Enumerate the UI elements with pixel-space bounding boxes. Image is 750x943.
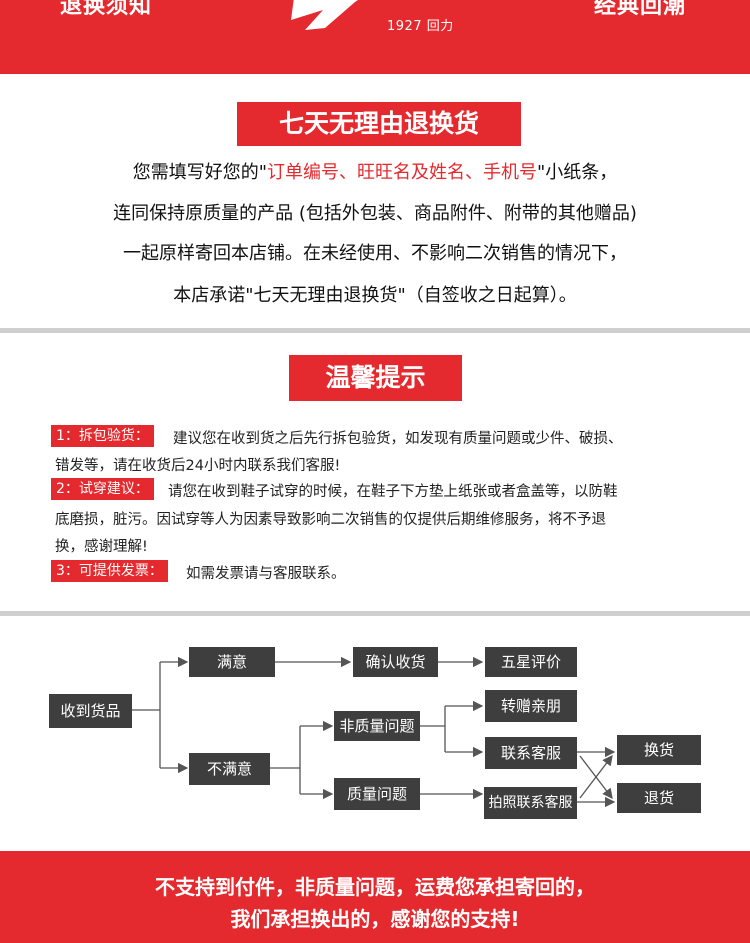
flow-step-return: 退货 [617, 783, 701, 813]
tip-label-invoice: 3：可提供发票： [51, 560, 168, 582]
section-divider [0, 611, 750, 616]
tip-text: 底磨损，脏污。因试穿等人为因素导致影响二次销售的仅提供后期维修服务，将不予退 [55, 512, 606, 528]
flow-step-confirm: 确认收货 [353, 647, 438, 677]
tip-label-unbox: 1：拆包验货： [51, 425, 154, 447]
header-banner: 退换须知 1927 回力 经典回潮 [0, 0, 750, 74]
footer-line-2: 我们承担换出的，感谢您的支持! [230, 907, 520, 931]
flow-step-gift: 转赠亲朋 [485, 690, 577, 722]
policy-line-3: 一起原样寄回本店铺。在未经使用、不影响二次销售的情况下， [123, 243, 627, 264]
policy-line-2: 连同保持原质量的产品 (包括外包装、商品附件、附带的其他赠品) [113, 203, 637, 224]
tips-title: 温馨提示 [289, 355, 462, 401]
flow-step-five-star: 五星评价 [485, 647, 577, 677]
flow-step-receive: 收到货品 [49, 694, 132, 728]
tip-text: 换，感谢理解! [55, 539, 148, 555]
footer-line-1: 不支持到付件，非质量问题，运费您承担寄回的， [155, 875, 595, 899]
header-right-text: 经典回潮 [594, 0, 687, 19]
policy-highlight: 订单编号、旺旺名及姓名、手机号 [267, 162, 537, 183]
tip-text: 建议您在收到货之后先行拆包验货，如发现有质量问题或少件、破损、 [173, 431, 623, 447]
policy-title: 七天无理由退换货 [237, 102, 521, 146]
policy-line-1: 您需填写好您的"订单编号、旺旺名及姓名、手机号"小纸条， [0, 158, 750, 184]
flow-step-non-quality: 非质量问题 [334, 711, 420, 741]
flow-step-quality: 质量问题 [334, 778, 420, 810]
brand-name: 1927 回力 [387, 19, 454, 34]
tip-text: 请您在收到鞋子试穿的时候，在鞋子下方垫上纸张或者盒盖等，以防鞋 [168, 484, 618, 500]
flow-step-satisfied: 满意 [189, 647, 275, 677]
flow-step-photo-contact: 拍照联系客服 [484, 787, 577, 819]
tip-text: 如需发票请与客服联系。 [186, 566, 346, 582]
brand-logo [291, 0, 358, 30]
section-divider [0, 328, 750, 333]
flow-step-contact: 联系客服 [485, 737, 577, 769]
policy-line-1-end: "小纸条， [537, 162, 618, 183]
tip-text: 错发等，请在收货后24小时内联系我们客服! [55, 458, 341, 474]
policy-line-4: 本店承诺"七天无理由退换货"（自签收之日起算）。 [173, 285, 577, 306]
flow-step-unsatisfied: 不满意 [189, 753, 270, 785]
tip-label-tryon: 2：试穿建议： [51, 478, 154, 500]
flow-step-exchange: 换货 [617, 735, 701, 765]
flow-connectors [132, 656, 616, 808]
policy-line-1-start: 您需填写好您的" [132, 162, 267, 183]
footer-banner: 不支持到付件，非质量问题，运费您承担寄回的， 我们承担换出的，感谢您的支持! [0, 851, 750, 943]
header-left-text: 退换须知 [60, 0, 153, 19]
